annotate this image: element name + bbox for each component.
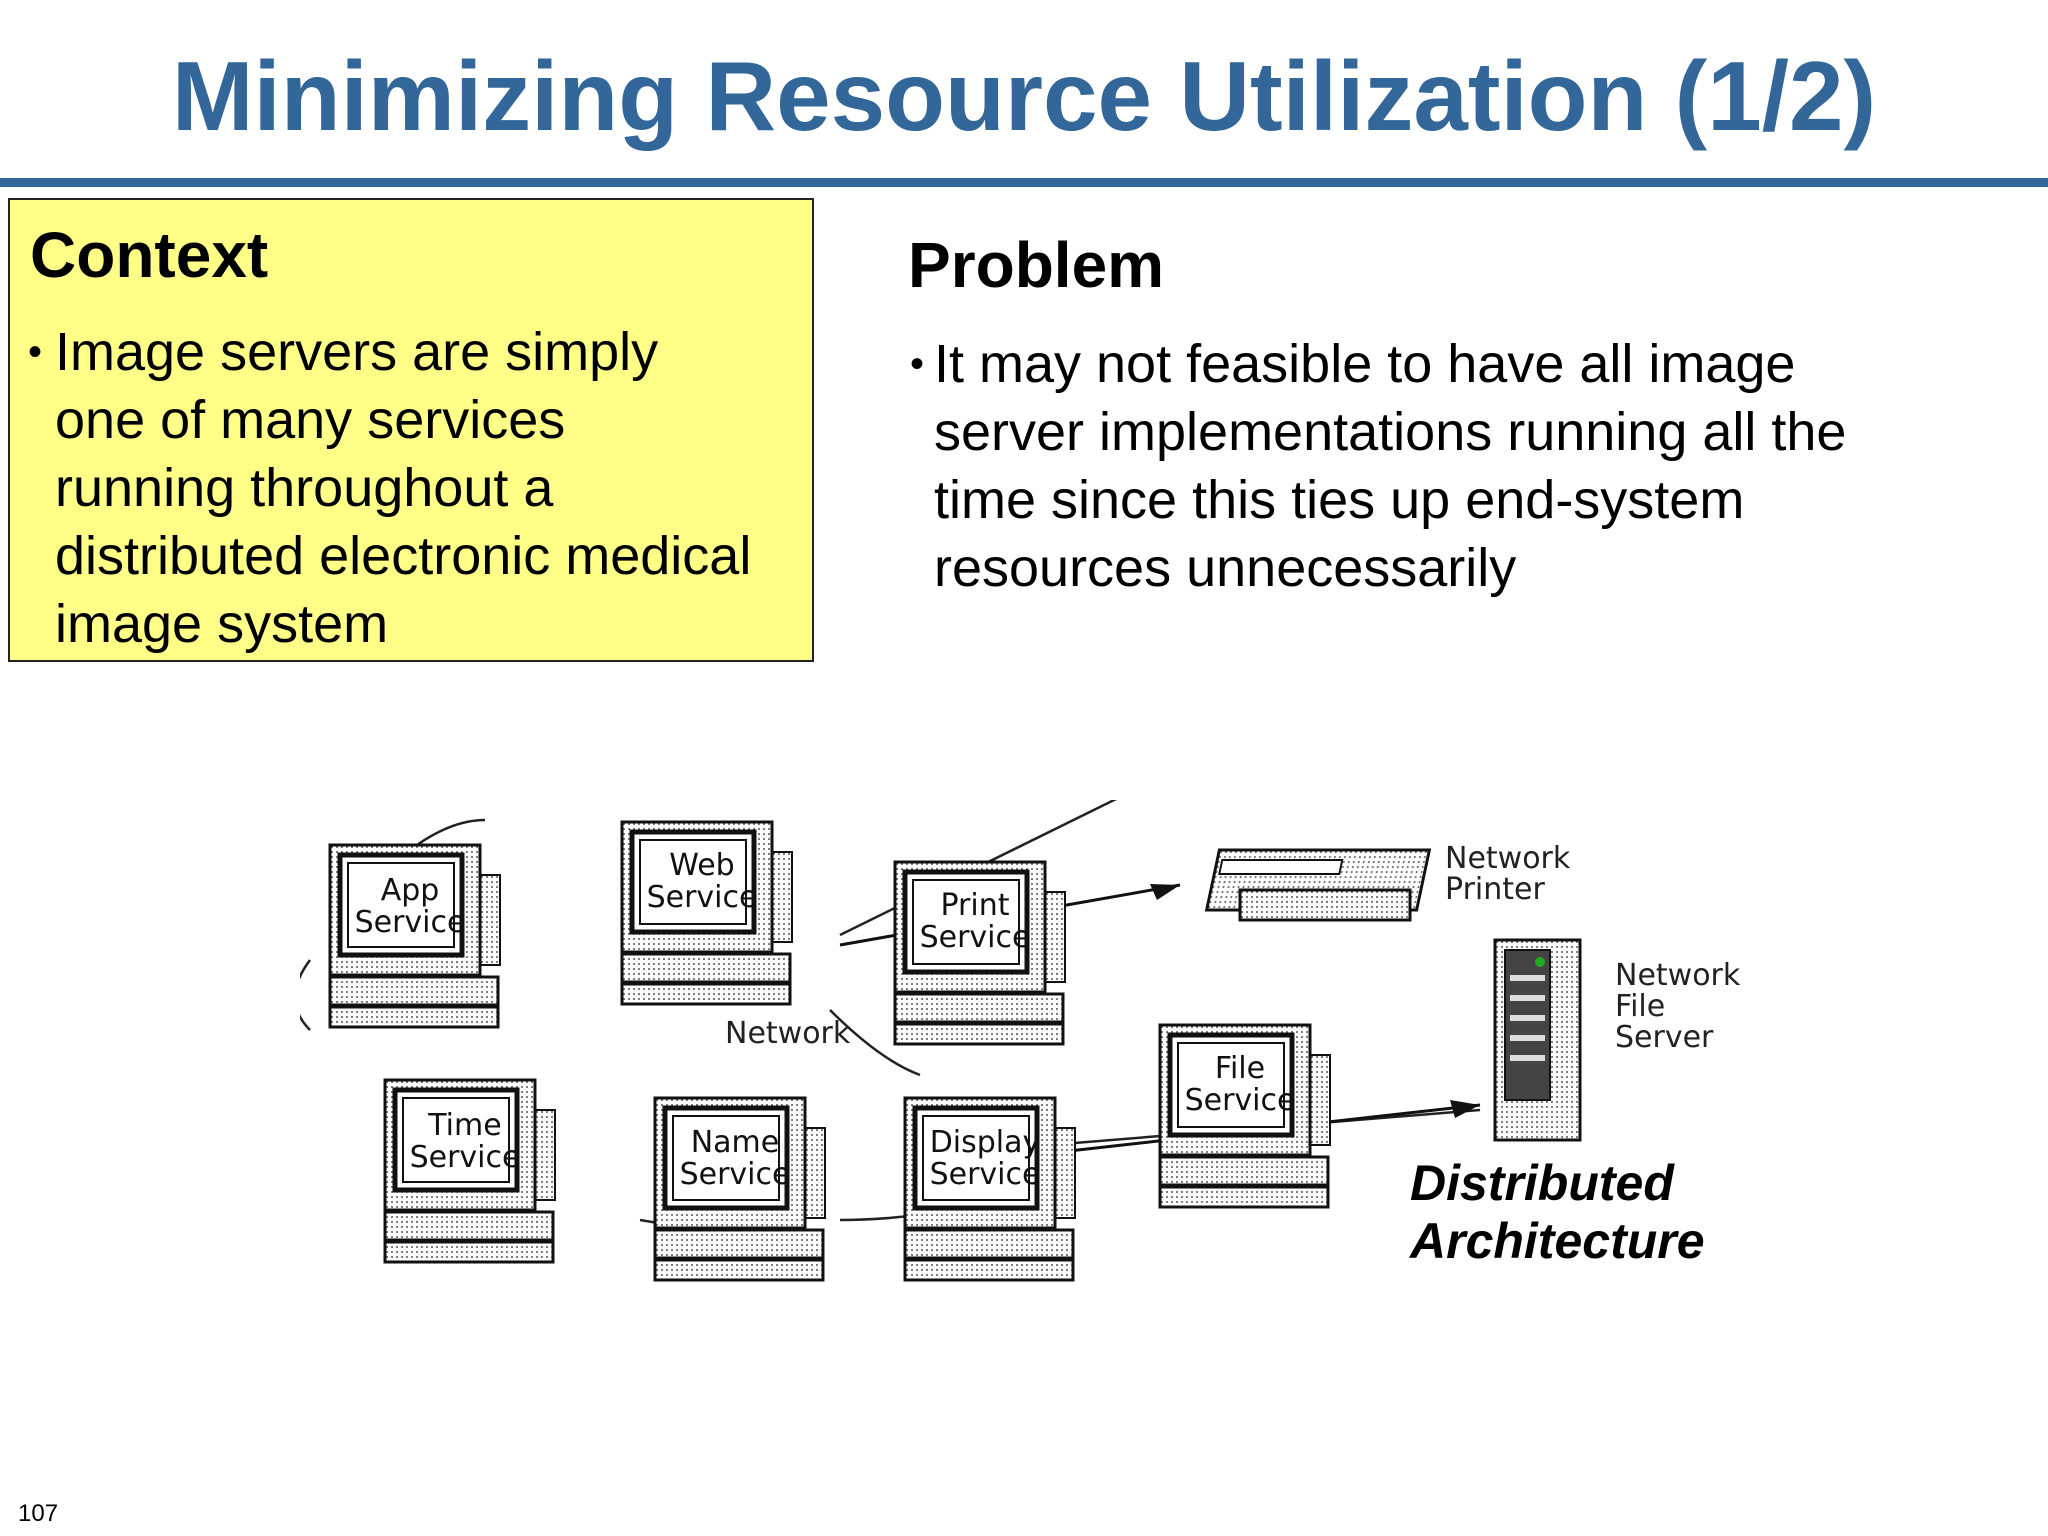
problem-bullet: • bbox=[910, 342, 925, 386]
time-service-line1: Time bbox=[427, 1108, 501, 1143]
context-heading: Context bbox=[30, 219, 269, 291]
app-service-line1: App bbox=[381, 873, 440, 908]
name-service-computer: Name Service bbox=[655, 1098, 825, 1280]
name-service-line2: Service bbox=[680, 1157, 791, 1192]
web-service-computer: Web Service bbox=[622, 822, 792, 1004]
time-service-computer: Time Service bbox=[385, 1080, 555, 1262]
context-line: distributed electronic medical bbox=[55, 526, 752, 586]
web-service-line2: Service bbox=[647, 880, 758, 915]
problem-text: It may not feasible to have all image se… bbox=[934, 330, 2034, 602]
app-service-line2: Service bbox=[355, 905, 466, 940]
print-service-computer: Print Service bbox=[895, 862, 1065, 1044]
network-file-server-line2: File bbox=[1615, 989, 1665, 1024]
network-printer: Network Printer bbox=[1204, 841, 1571, 922]
server-bay bbox=[1510, 1035, 1545, 1041]
web-service-line1: Web bbox=[669, 848, 734, 883]
file-service-line2: Service bbox=[1185, 1083, 1296, 1118]
name-service-line1: Name bbox=[691, 1125, 780, 1160]
network-printer-line1: Network bbox=[1445, 841, 1571, 876]
distributed-architecture-diagram: App Service Web Service Print Service Ti… bbox=[300, 800, 1741, 1300]
server-bay bbox=[1510, 1055, 1545, 1061]
context-box bbox=[8, 198, 814, 662]
problem-line: time since this ties up end-system bbox=[934, 470, 1745, 530]
context-text: Image servers are simply one of many ser… bbox=[55, 318, 815, 658]
title-divider bbox=[0, 178, 2048, 187]
arrow-head-file-server bbox=[1450, 1100, 1480, 1118]
server-status-light bbox=[1535, 957, 1545, 967]
problem-line: It may not feasible to have all image bbox=[934, 334, 1796, 394]
problem-heading: Problem bbox=[908, 229, 1165, 301]
server-bay bbox=[1510, 1015, 1545, 1021]
file-service-computer: File Service bbox=[1160, 1025, 1330, 1207]
slide-title: Minimizing Resource Utilization (1/2) bbox=[171, 41, 1877, 151]
context-line: image system bbox=[55, 594, 389, 654]
network-file-server: Network File Server bbox=[1493, 938, 1741, 1142]
file-service-line1: File bbox=[1215, 1051, 1265, 1086]
network-file-server-line1: Network bbox=[1615, 958, 1741, 993]
context-bullet: • bbox=[28, 330, 43, 374]
problem-line: resources unnecessarily bbox=[934, 538, 1517, 598]
printer-base bbox=[1238, 888, 1412, 922]
caption-line2: Architecture bbox=[1408, 1213, 1705, 1269]
page-number: 107 bbox=[18, 1500, 59, 1527]
context-line: one of many services bbox=[55, 390, 566, 450]
server-bay bbox=[1510, 995, 1545, 1001]
printer-tray bbox=[1218, 859, 1344, 875]
network-file-server-line3: Server bbox=[1615, 1020, 1714, 1055]
arrow-head-printer bbox=[1150, 884, 1180, 900]
network-printer-line2: Printer bbox=[1445, 872, 1545, 907]
context-line: running throughout a bbox=[55, 458, 554, 518]
display-service-line2: Service bbox=[930, 1157, 1041, 1192]
print-service-line1: Print bbox=[940, 888, 1009, 923]
display-service-computer: Display Service bbox=[905, 1098, 1075, 1280]
display-service-line1: Display bbox=[930, 1125, 1041, 1160]
app-service-computer: App Service bbox=[330, 845, 500, 1027]
server-bay bbox=[1510, 975, 1545, 981]
caption-line1: Distributed bbox=[1410, 1155, 1675, 1211]
server-front-panel bbox=[1504, 949, 1551, 1101]
problem-line: server implementations running all the bbox=[934, 402, 1847, 462]
print-service-line2: Service bbox=[920, 920, 1031, 955]
network-label: Network bbox=[725, 1016, 851, 1051]
context-line: Image servers are simply bbox=[55, 322, 659, 382]
time-service-line2: Service bbox=[410, 1140, 521, 1175]
